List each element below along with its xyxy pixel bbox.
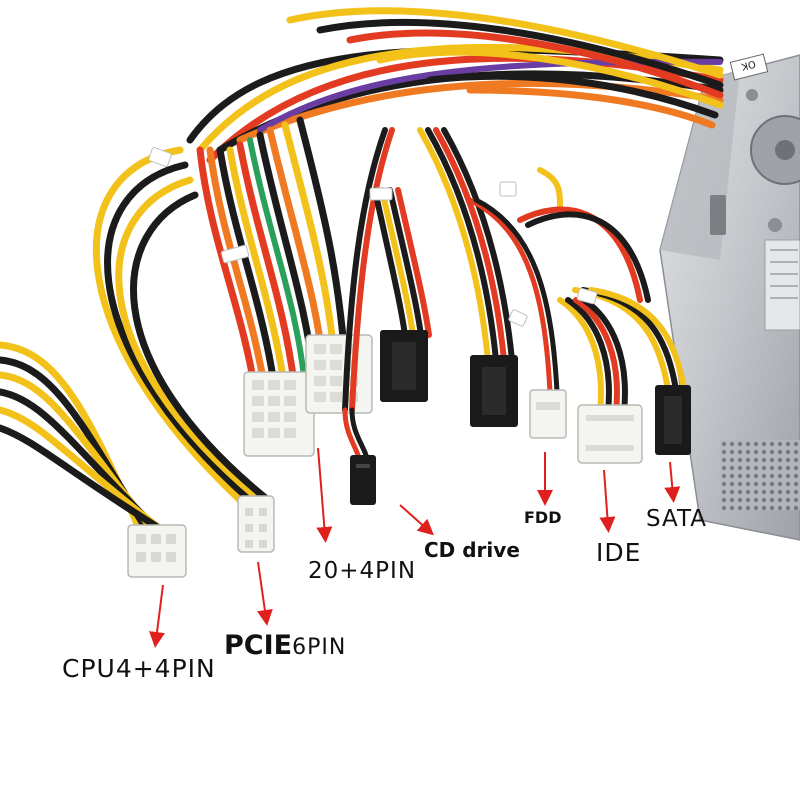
- psu-unit: [659, 54, 800, 541]
- arrow-cd: [399, 504, 434, 536]
- arrow-atx: [316, 447, 333, 543]
- psu-sticker-text: OK: [740, 57, 757, 71]
- label-ide: IDE: [596, 538, 642, 567]
- cd-cable: [342, 407, 369, 458]
- psu-sticker: OK: [729, 53, 769, 81]
- cpu-4-4-pin-connector: [127, 524, 187, 578]
- sata-connector-2: [470, 355, 518, 427]
- sata-connector-3: [655, 385, 691, 455]
- arrow-cpu: [149, 584, 165, 648]
- ide-molex-connector: [577, 404, 643, 464]
- arrow-sata: [664, 461, 681, 503]
- label-cd-drive: CD drive: [424, 538, 520, 562]
- arrow-ide: [599, 469, 616, 533]
- pcie-6-pin-connector: [237, 495, 275, 553]
- pcie-cable: [92, 146, 272, 504]
- label-cpu-4-4-pin: CPU4+4PIN: [62, 654, 216, 683]
- label-atx-20-4-pin: 20+4PIN: [308, 558, 417, 584]
- pointer-arrows: [149, 447, 681, 648]
- cd-drive-connector: [350, 455, 376, 505]
- cable-ties: [148, 147, 598, 327]
- sata-connector-1: [380, 330, 428, 402]
- label-fdd: FDD: [524, 508, 562, 527]
- top-wire-bundle: [186, 7, 724, 164]
- label-pcie-thin: 6PIN: [292, 635, 347, 660]
- label-pcie-6pin: PCIE6PIN: [224, 632, 346, 659]
- peripheral-cables: [342, 127, 687, 415]
- label-sata: SATA: [646, 506, 707, 532]
- fdd-connector: [529, 389, 567, 439]
- cpu-cable: [0, 341, 182, 544]
- arrow-pcie: [256, 561, 273, 626]
- label-pcie-bold: PCIE: [224, 630, 293, 661]
